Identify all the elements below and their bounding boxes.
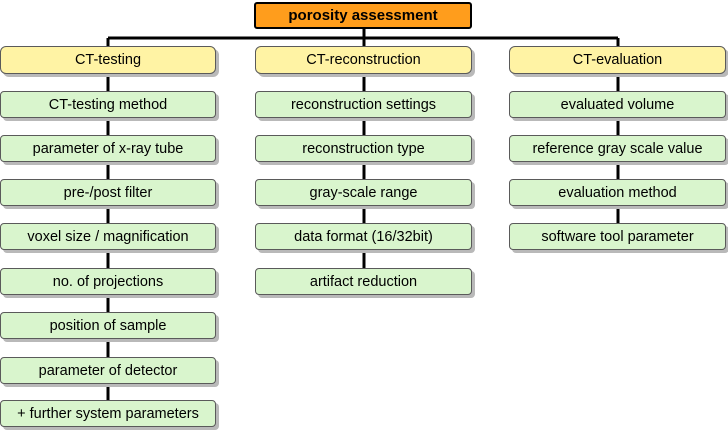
item-node-artifact-reduction: artifact reduction xyxy=(255,268,472,295)
item-node-pre-post-filter: pre-/post filter xyxy=(0,179,216,206)
item-node-evaluation-method: evaluation method xyxy=(509,179,726,206)
item-node-gray-scale-range: gray-scale range xyxy=(255,179,472,206)
item-node-software-tool-parameter: software tool parameter xyxy=(509,223,726,250)
item-node-evaluated-volume: evaluated volume xyxy=(509,91,726,118)
item-node-reference-gray-scale-value: reference gray scale value xyxy=(509,135,726,162)
item-node-data-format: data format (16/32bit) xyxy=(255,223,472,250)
category-node-ct-reconstruction: CT-reconstruction xyxy=(255,46,472,74)
item-node-parameter-of-x-ray-tube: parameter of x-ray tube xyxy=(0,135,216,162)
root-node-porosity-assessment: porosity assessment xyxy=(254,2,472,29)
item-node-further-system-parameters: + further system parameters xyxy=(0,400,216,427)
category-node-ct-testing: CT-testing xyxy=(0,46,216,74)
item-node-ct-testing-method: CT-testing method xyxy=(0,91,216,118)
item-node-reconstruction-type: reconstruction type xyxy=(255,135,472,162)
item-node-voxel-size-magnification: voxel size / magnification xyxy=(0,223,216,250)
item-node-no-of-projections: no. of projections xyxy=(0,268,216,295)
item-node-reconstruction-settings: reconstruction settings xyxy=(255,91,472,118)
category-node-ct-evaluation: CT-evaluation xyxy=(509,46,726,74)
item-node-parameter-of-detector: parameter of detector xyxy=(0,357,216,384)
item-node-position-of-sample: position of sample xyxy=(0,312,216,339)
